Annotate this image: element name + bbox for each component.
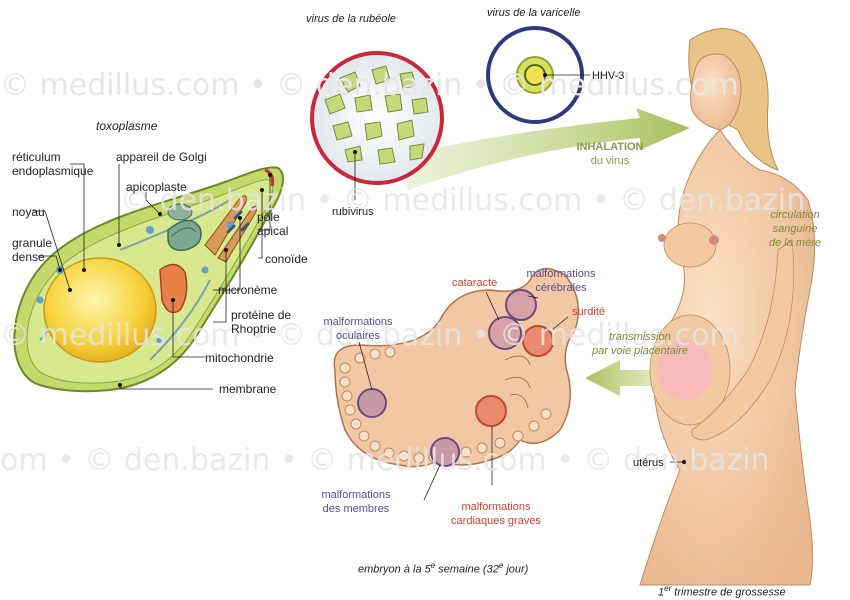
varicella-title: virus de la varicelle <box>487 6 581 20</box>
label-cataract: cataracte <box>452 276 497 290</box>
label-microneme: micronème <box>218 283 277 297</box>
embryo-caption: embryon à la 5e semaine (32e jour) <box>358 559 528 577</box>
label-rubivirus: rubivirus <box>332 205 374 219</box>
label-rhoptry-line1: protéine de <box>231 308 291 322</box>
label-membrane: membrane <box>219 382 276 396</box>
label-circulation-line2: sanguine <box>755 222 835 236</box>
label-dense-granule-line1: granule <box>12 236 52 250</box>
label-limbs-line2: des membres <box>306 502 406 516</box>
embryo-caption-c: jour) <box>503 564 528 576</box>
pregnant-woman-figure <box>640 29 815 585</box>
label-apicoplast: apicoplaste <box>126 180 187 194</box>
label-reticulum: réticulum endoplasmique <box>12 150 93 178</box>
label-apical-pole: pôle apical <box>257 210 288 238</box>
pregnancy-caption-text: trimestre de grossesse <box>671 587 785 599</box>
embryo-caption-a: embryon à la 5 <box>358 564 431 576</box>
label-dense-granule: granule dense <box>12 236 52 264</box>
label-rhoptry: protéine de Rhoptrie <box>231 308 291 336</box>
label-limbs-line1: malformations <box>306 488 406 502</box>
label-inhalation-line1: INHALATION <box>560 140 660 154</box>
rubella-title: virus de la rubéole <box>306 12 396 26</box>
label-brain-line1: malformations <box>516 267 606 281</box>
embryo <box>334 269 578 467</box>
label-heart-line2: cardiaques graves <box>440 514 552 528</box>
label-hhv3: HHV-3 <box>592 69 624 83</box>
label-dense-granule-line2: dense <box>12 250 52 264</box>
heart-lesion <box>476 396 506 426</box>
label-inhalation: INHALATION du virus <box>560 140 660 168</box>
toxoplasma-title: toxoplasme <box>96 119 157 133</box>
label-deafness: surdité <box>572 305 605 319</box>
label-reticulum-line2: endoplasmique <box>12 164 93 178</box>
label-nucleus: noyau <box>12 205 45 219</box>
watermark-row2: © den.bazin • © medillus.com • © den.baz… <box>120 183 805 218</box>
label-circulation-line3: de la mère <box>755 236 835 250</box>
label-circulation: circulation sanguine de la mère <box>755 208 835 250</box>
label-golgi: appareil de Golgi <box>116 150 207 164</box>
label-transmission-line1: transmission <box>580 330 700 344</box>
label-reticulum-line1: réticulum <box>12 150 93 164</box>
label-brain: malformations cérébrales <box>516 267 606 295</box>
label-limbs: malformations des membres <box>306 488 406 516</box>
label-heart-line1: malformations <box>440 500 552 514</box>
label-eyes-line2: oculaires <box>313 329 403 343</box>
label-heart: malformations cardiaques graves <box>440 500 552 528</box>
eye-lesion <box>358 389 386 417</box>
label-conoid: conoïde <box>265 252 308 266</box>
label-transmission: transmission par voie placentaire <box>580 330 700 358</box>
label-mitochondria: mitochondrie <box>205 351 274 365</box>
label-apical-pole-line2: apical <box>257 224 288 238</box>
label-circulation-line1: circulation <box>755 208 835 222</box>
label-inhalation-line2: du virus <box>560 154 660 168</box>
label-transmission-line2: par voie placentaire <box>580 344 700 358</box>
watermark-row1: © medillus.com • © den.bazin • © medillu… <box>0 68 739 103</box>
label-uterus: utérus <box>633 456 664 470</box>
label-apical-pole-line1: pôle <box>257 210 288 224</box>
pregnancy-caption: 1er trimestre de grossesse <box>658 582 786 600</box>
embryo-caption-b: semaine (32 <box>435 564 499 576</box>
label-eyes-line1: malformations <box>313 315 403 329</box>
label-rhoptry-line2: Rhoptrie <box>231 322 291 336</box>
label-brain-line2: cérébrales <box>516 281 606 295</box>
label-eyes: malformations oculaires <box>313 315 403 343</box>
